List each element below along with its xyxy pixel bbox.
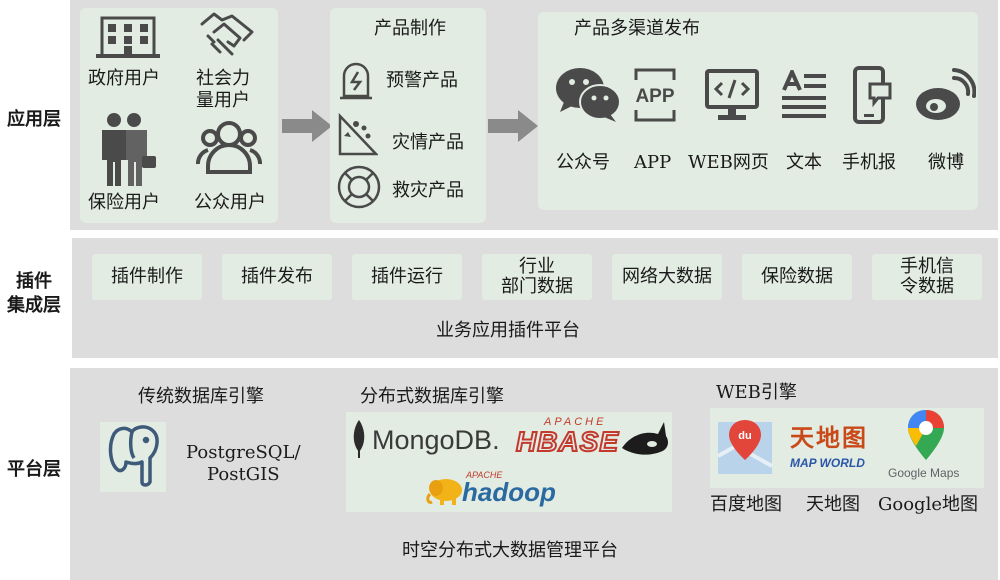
plugin-platform-label: 业务应用插件平台 <box>436 320 580 341</box>
platform-layer-label: 平台层 <box>7 459 61 480</box>
channel-web-label: WEB网页 <box>688 152 769 173</box>
public-user-label: 公众用户 <box>194 192 266 213</box>
hadoop-logo-text: hadoop <box>462 477 556 507</box>
hbase-orca-icon <box>622 422 668 455</box>
baidu-icon-text: du <box>738 430 751 442</box>
baidu-map-label: 百度地图 <box>710 494 782 515</box>
disaster-landslide-icon <box>338 112 378 156</box>
text-document-icon <box>782 70 826 118</box>
social-user-label: 社会力 量用户 <box>196 68 250 111</box>
mongodb-leaf-icon <box>353 420 365 458</box>
application-layer-label: 应用层 <box>7 109 61 130</box>
channel-text-label: 文本 <box>786 152 822 173</box>
weibo-icon <box>916 68 976 120</box>
app-icon-text: APP <box>635 86 674 107</box>
plugin-chip-insurance-data: 保险数据 <box>742 254 852 300</box>
app-icon: APP <box>634 68 676 122</box>
flow-arrow-icon <box>282 110 332 142</box>
disaster-product-label: 灾情产品 <box>392 132 464 153</box>
postgresql-elephant-icon <box>108 425 159 487</box>
tianditu-logo-text: 天地图 <box>790 423 868 452</box>
tianditu-map-world-text: MAP WORLD <box>790 456 865 470</box>
platform-name-label: 时空分布式大数据管理平台 <box>402 540 618 561</box>
plugin-chip-signaling-data: 手机信 令数据 <box>872 254 982 300</box>
plugin-layer-label: 插件 集成层 <box>7 271 61 316</box>
plugin-chip-publish: 插件发布 <box>222 254 332 300</box>
google-maps-pin-icon <box>908 410 944 460</box>
handshake-icon <box>200 12 254 56</box>
channel-wechat-label: 公众号 <box>556 152 610 173</box>
hadoop-apache-text: APACHE <box>466 470 503 480</box>
distributed-engine-title: 分布式数据库引擎 <box>360 386 504 407</box>
plugin-chip-network-data: 网络大数据 <box>612 254 722 300</box>
postgresql-label: PostgreSQL/ PostGIS <box>186 442 301 485</box>
web-engine-title: WEB引擎 <box>716 382 797 403</box>
publish-title: 产品多渠道发布 <box>574 18 700 39</box>
lifebuoy-icon <box>337 165 381 209</box>
tianditu-label: 天地图 <box>806 494 860 515</box>
insurance-people-icon <box>102 113 156 186</box>
channel-mobile-label: 手机报 <box>842 152 896 173</box>
warning-tombstone-icon <box>340 62 372 100</box>
web-monitor-icon <box>705 69 759 120</box>
production-panel <box>330 8 486 223</box>
insurance-user-label: 保险用户 <box>88 192 160 213</box>
google-maps-logo-text: Google Maps <box>888 466 960 480</box>
channel-weibo-label: 微博 <box>928 152 964 173</box>
plugin-chip-industry-data: 行业 部门数据 <box>482 254 592 300</box>
baidu-map-icon: du <box>717 420 773 474</box>
wechat-icon <box>556 68 621 122</box>
hadoop-elephant-icon <box>426 479 462 505</box>
hbase-apache-text: APACHE <box>544 416 607 428</box>
relief-product-label: 救灾产品 <box>392 180 464 201</box>
government-building-icon <box>96 16 160 58</box>
warning-product-label: 预警产品 <box>386 70 458 91</box>
flow-arrow-icon-2 <box>488 110 538 142</box>
plugin-chip-run: 插件运行 <box>352 254 462 300</box>
channel-app-label: APP <box>634 152 672 173</box>
mobile-phone-icon <box>853 66 892 124</box>
google-map-label: Google地图 <box>878 494 978 515</box>
gov-user-label: 政府用户 <box>88 68 160 89</box>
plugin-chip-make: 插件制作 <box>92 254 202 300</box>
distributed-logos-box <box>346 412 672 512</box>
hbase-logo-text: HBASE <box>515 425 620 458</box>
production-title: 产品制作 <box>374 18 446 39</box>
traditional-engine-title: 传统数据库引擎 <box>138 386 264 407</box>
mongodb-logo-text: MongoDB. <box>372 425 500 455</box>
public-users-icon <box>196 121 262 174</box>
